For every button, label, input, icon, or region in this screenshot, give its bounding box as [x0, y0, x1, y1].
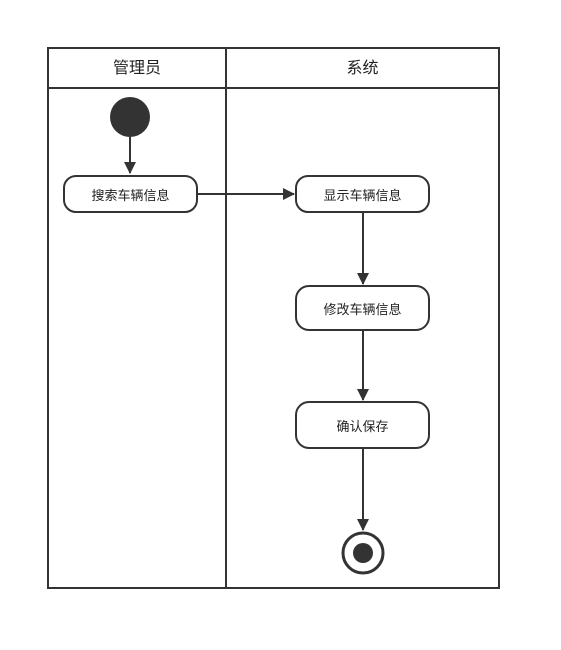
- lane-title-system: 系统: [346, 58, 379, 77]
- activity-show-vehicle: 显示车辆信息: [295, 175, 430, 213]
- lane-title-admin: 管理员: [112, 58, 161, 77]
- activity-confirm-save: 确认保存: [295, 401, 430, 449]
- final-node-core: [353, 543, 373, 563]
- activity-edit-vehicle: 修改车辆信息: [295, 285, 430, 331]
- initial-node: [110, 97, 150, 137]
- activity-search-vehicle: 搜索车辆信息: [63, 175, 198, 213]
- swimlane-frame: [47, 47, 500, 589]
